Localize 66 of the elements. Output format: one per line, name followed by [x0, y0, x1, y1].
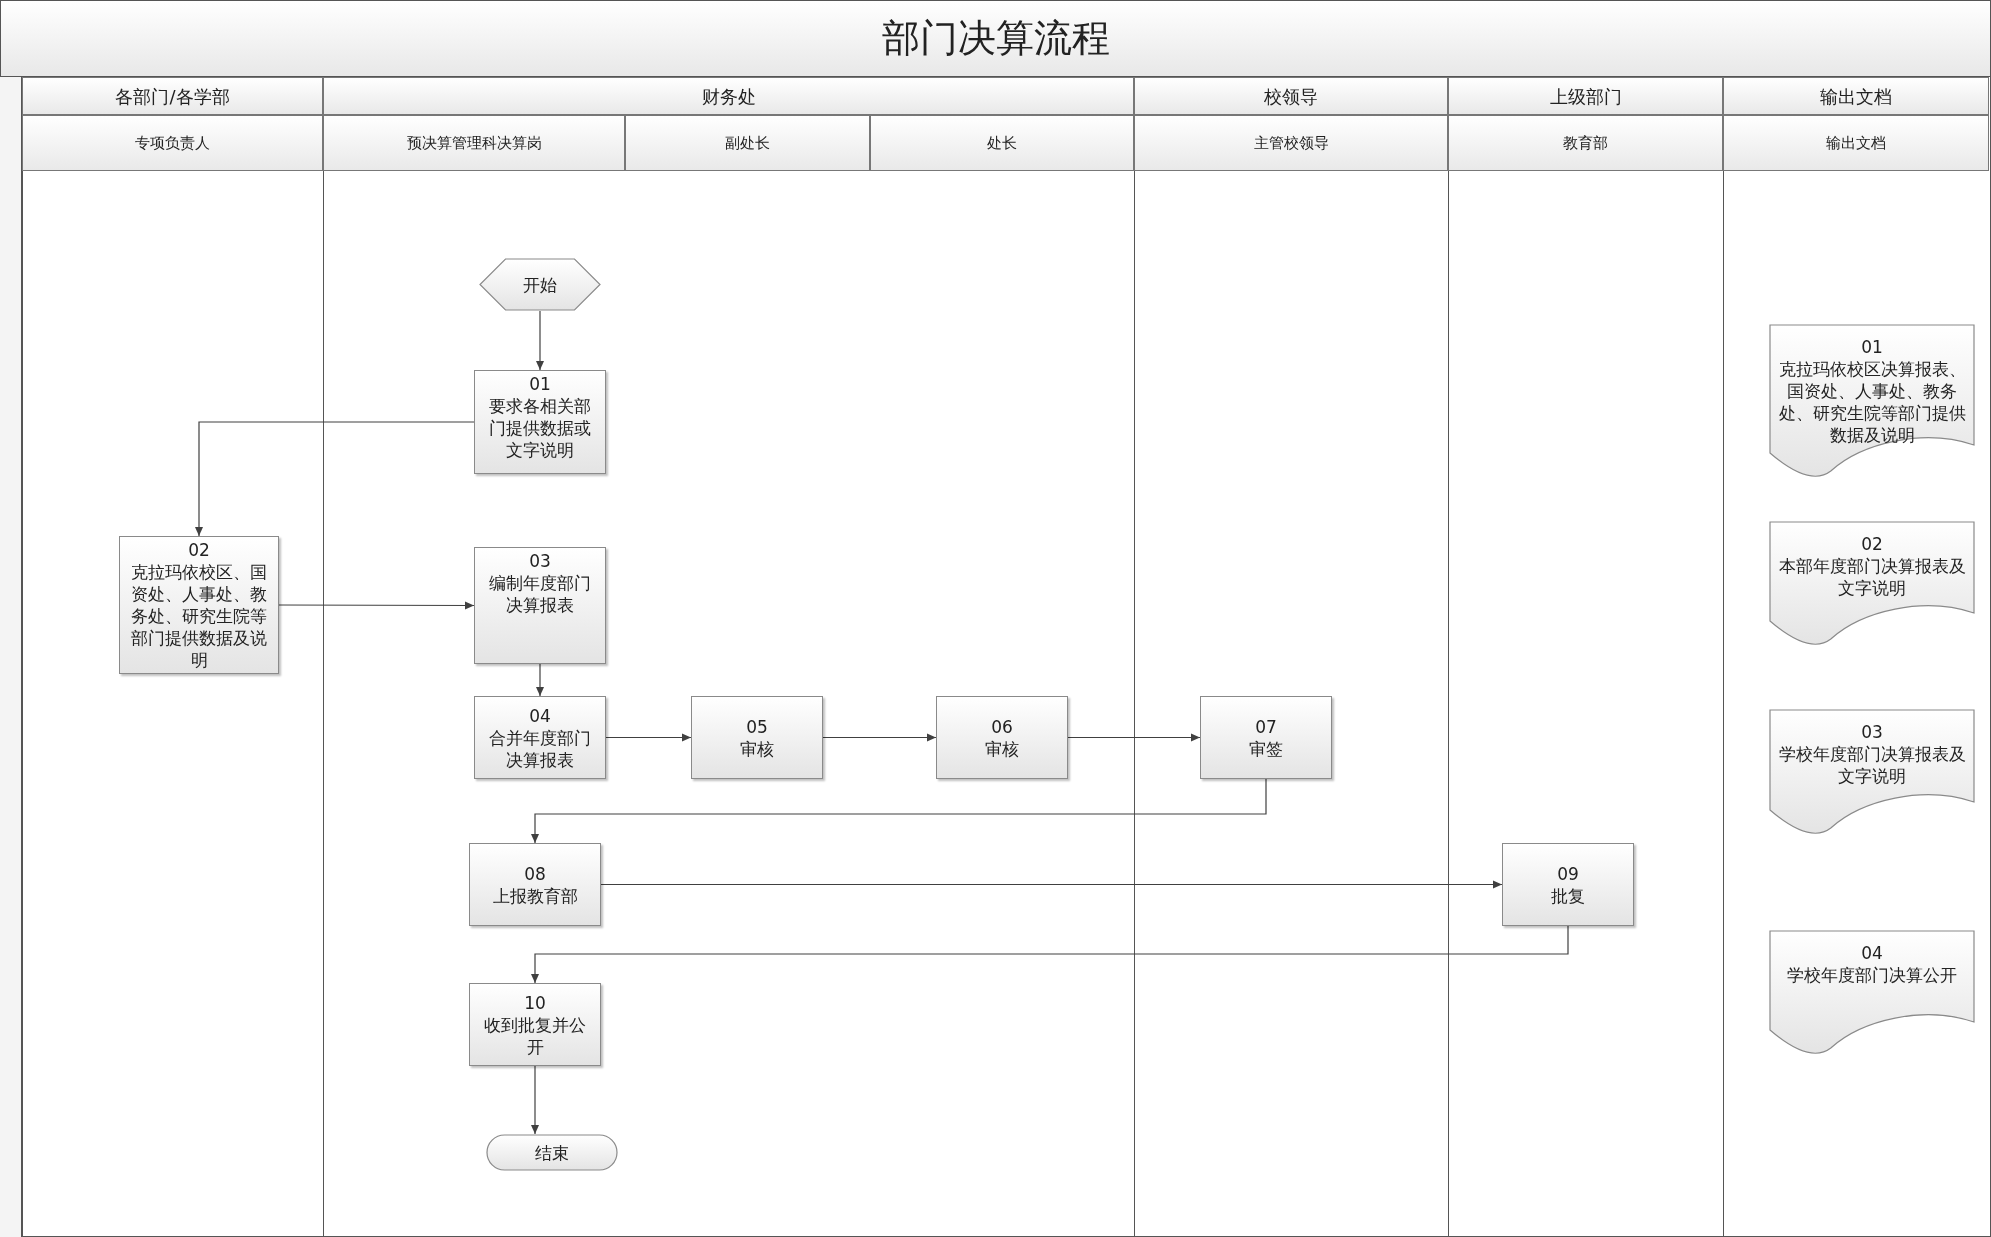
process-box [1502, 843, 1634, 926]
step-number: 10 [524, 991, 546, 1014]
arrow [531, 1065, 539, 1135]
lane-header: 输出文档 [1723, 115, 1989, 171]
process-box [469, 983, 601, 1066]
step-number: 02 [188, 539, 210, 561]
step-number: 04 [529, 704, 551, 727]
step-text: 收到批复并公开 [483, 1013, 587, 1058]
step-number: 09 [1557, 862, 1579, 885]
process-box [474, 370, 606, 474]
arrow [195, 421, 475, 537]
step-text: 本部年度部门决算报表及文字说明 [1777, 555, 1967, 599]
step-number: 06 [991, 715, 1013, 738]
arrow [600, 880, 1503, 889]
step-number: 03 [529, 550, 551, 572]
lane-header: 主管校领导 [1134, 115, 1448, 171]
arrow [536, 310, 544, 371]
lane-header: 教育部 [1448, 115, 1723, 171]
lane-header: 上级部门 [1448, 77, 1723, 115]
lane-header: 专项负责人 [22, 115, 323, 171]
arrow [536, 663, 544, 697]
diagram-title: 部门决算流程 [881, 15, 1110, 62]
process-box [474, 696, 606, 779]
step-number: 01 [1861, 336, 1883, 358]
lane-header: 处长 [870, 115, 1134, 171]
lane-header: 输出文档 [1723, 77, 1989, 115]
step-number: 04 [1861, 942, 1883, 964]
process-box [1200, 696, 1332, 779]
arrow [531, 778, 1267, 844]
process-box [119, 536, 279, 674]
step-text: 克拉玛依校区、国资处、人事处、教务处、研究生院等部门提供数据及说明 [130, 561, 268, 671]
step-text: 批复 [1551, 884, 1585, 907]
arrow [531, 925, 1569, 984]
step-text: 编制年度部门决算报表 [488, 572, 592, 616]
lane-header: 各部门/各学部 [22, 77, 323, 115]
step-text: 克拉玛依校区决算报表、国资处、人事处、教务处、研究生院等部门提供数据及说明 [1777, 358, 1967, 446]
lane-header: 财务处 [323, 77, 1134, 115]
step-number: 07 [1255, 715, 1277, 738]
step-text: 学校年度部门决算报表及文字说明 [1777, 743, 1967, 787]
step-text: 审核 [740, 737, 774, 760]
step-number: 05 [746, 715, 768, 738]
process-box [469, 843, 601, 926]
step-text: 学校年度部门决算公开 [1787, 964, 1957, 986]
step-number: 08 [524, 862, 546, 885]
process-box [691, 696, 823, 779]
arrow [605, 733, 692, 742]
process-box [474, 547, 606, 664]
lane-header: 副处长 [625, 115, 870, 171]
step-text: 合并年度部门决算报表 [488, 726, 592, 771]
step-text: 审签 [1249, 737, 1283, 760]
step-number: 01 [529, 373, 551, 395]
end-terminator [486, 1134, 618, 1171]
arrow [822, 733, 937, 742]
arrow [1067, 733, 1201, 742]
lane-header: 校领导 [1134, 77, 1448, 115]
node-label: 开始 [523, 273, 557, 296]
lane-header: 预决算管理科决算岗 [323, 115, 625, 171]
step-number: 03 [1861, 721, 1883, 743]
node-label: 结束 [535, 1141, 569, 1164]
step-number: 02 [1861, 533, 1883, 555]
step-text: 要求各相关部门提供数据或文字说明 [488, 395, 592, 461]
arrow [278, 601, 475, 610]
process-box [936, 696, 1068, 779]
start-hexagon [479, 258, 601, 311]
step-text: 审核 [985, 737, 1019, 760]
step-text: 上报教育部 [492, 884, 578, 907]
